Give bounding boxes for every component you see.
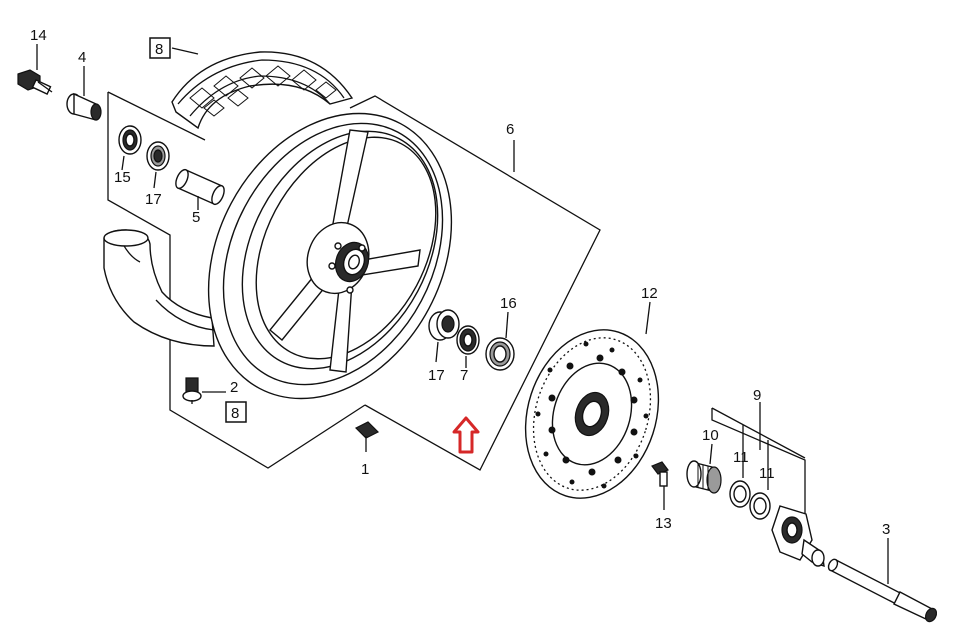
label-13: 13 bbox=[655, 515, 672, 532]
label-7: 7 bbox=[460, 367, 468, 384]
small-part-1 bbox=[354, 421, 380, 452]
tube-8 bbox=[103, 229, 215, 347]
label-11-b: 11 bbox=[759, 465, 775, 482]
label-box-8-bottom bbox=[225, 401, 247, 423]
leader-8-top bbox=[171, 47, 199, 55]
label-16: 16 bbox=[500, 295, 517, 312]
label-3: 3 bbox=[882, 521, 890, 538]
brake-disc-12 bbox=[524, 329, 660, 499]
label-8-bottom: 8 bbox=[231, 405, 239, 422]
bearing-15 bbox=[118, 125, 142, 155]
assembly-outline-right bbox=[349, 95, 601, 471]
up-arrow-icon bbox=[452, 416, 480, 454]
label-12: 12 bbox=[641, 285, 658, 302]
label-5: 5 bbox=[192, 209, 200, 226]
label-1: 1 bbox=[361, 461, 369, 478]
gear-retainer-10 bbox=[686, 460, 722, 494]
collar-7 bbox=[456, 325, 480, 355]
label-14: 14 bbox=[30, 27, 47, 44]
label-9: 9 bbox=[753, 387, 761, 404]
leader-10 bbox=[709, 443, 713, 465]
washer-11-b bbox=[749, 492, 771, 520]
leader-17-left bbox=[153, 171, 157, 189]
washer-11-a bbox=[729, 480, 751, 508]
bearing-17-right bbox=[428, 309, 460, 341]
oil-seal-17-left bbox=[146, 141, 170, 171]
disc-bolt-13 bbox=[651, 461, 669, 487]
label-15: 15 bbox=[114, 169, 131, 186]
label-10: 10 bbox=[702, 427, 719, 444]
leader-15 bbox=[121, 155, 125, 171]
leader-17-right bbox=[435, 341, 439, 363]
valve-2 bbox=[182, 377, 202, 404]
oil-seal-16 bbox=[485, 337, 515, 371]
bolt-14 bbox=[17, 69, 53, 95]
label-17-right: 17 bbox=[428, 367, 445, 384]
spacer-5 bbox=[175, 168, 225, 206]
speedometer-gearbox-9 bbox=[771, 505, 825, 568]
label-11-a: 11 bbox=[733, 449, 749, 466]
label-2: 2 bbox=[230, 379, 238, 396]
label-4: 4 bbox=[78, 49, 86, 66]
label-6: 6 bbox=[506, 121, 514, 138]
wheel-rim-6 bbox=[207, 112, 453, 400]
tire-top-8 bbox=[171, 51, 354, 130]
leader-16 bbox=[505, 311, 509, 339]
label-17-left: 17 bbox=[145, 191, 162, 208]
label-8-top: 8 bbox=[155, 41, 163, 58]
collar-4 bbox=[66, 92, 102, 121]
leader-12 bbox=[645, 301, 651, 335]
assembly-outline-right-hub bbox=[711, 407, 806, 520]
label-box-8-top bbox=[149, 37, 171, 59]
axle-3 bbox=[827, 558, 938, 623]
